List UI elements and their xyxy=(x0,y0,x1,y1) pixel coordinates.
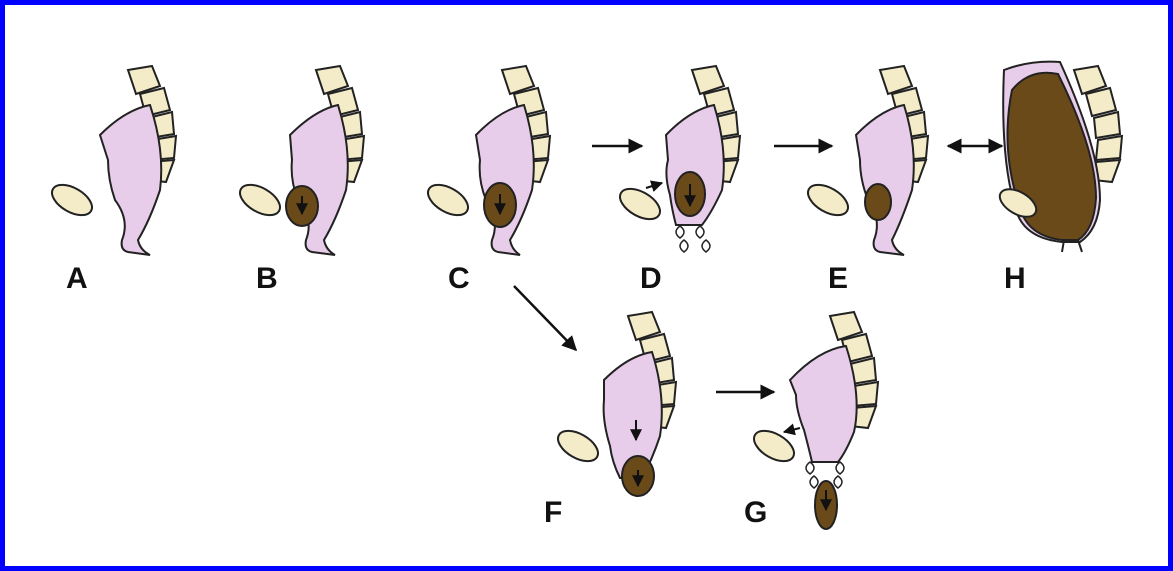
pubic-bone xyxy=(423,179,473,222)
panel-d xyxy=(615,66,740,252)
pubic-bone xyxy=(803,179,853,222)
stool-bolus xyxy=(865,184,891,220)
rectum xyxy=(290,105,348,255)
panel-label-c: C xyxy=(448,262,470,295)
arrow-c-to-f xyxy=(514,286,576,350)
panel-b xyxy=(235,66,364,255)
panel-label-f: F xyxy=(544,496,562,529)
pubic-bone xyxy=(553,425,603,468)
panel-h xyxy=(995,62,1122,252)
sphincter-relaxed-icon xyxy=(676,226,710,252)
rectum xyxy=(100,105,161,255)
panel-c xyxy=(423,66,550,255)
panel-g xyxy=(749,312,878,529)
rectum xyxy=(790,346,857,462)
panel-label-g: G xyxy=(744,496,767,529)
relaxation-arrow-icon xyxy=(784,428,800,432)
pubic-bone xyxy=(47,179,97,222)
panel-label-d: D xyxy=(640,262,662,295)
pubic-bone xyxy=(235,179,285,222)
panel-label-b: B xyxy=(256,262,278,295)
panel-f xyxy=(553,312,676,496)
pubic-bone xyxy=(615,183,665,226)
panel-e xyxy=(803,66,928,255)
panel-label-e: E xyxy=(828,262,848,295)
panel-label-h: H xyxy=(1004,262,1026,295)
rectum xyxy=(856,105,914,255)
relaxation-arrow-icon xyxy=(646,183,662,188)
panel-label-a: A xyxy=(66,262,88,295)
panel-a xyxy=(47,66,176,255)
rectum xyxy=(476,105,534,255)
